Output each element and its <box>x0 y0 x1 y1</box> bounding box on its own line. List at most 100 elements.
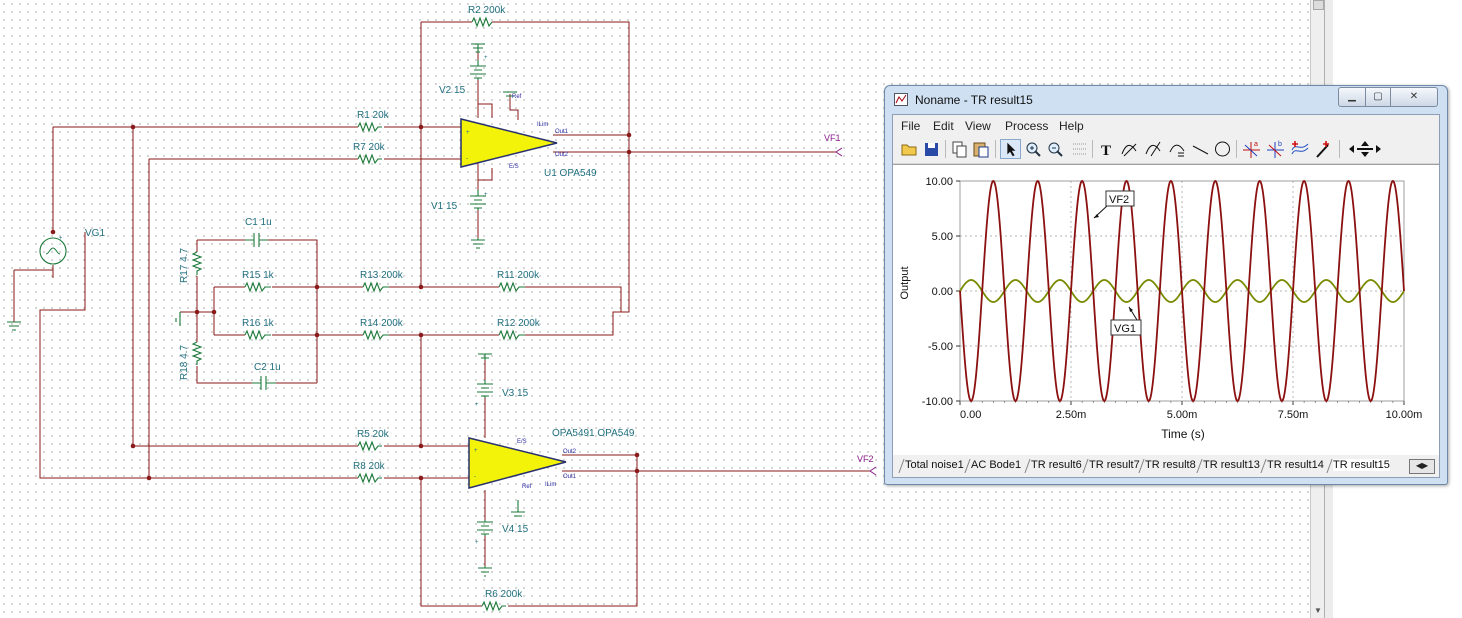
plus-mark: + <box>484 55 488 61</box>
opamp-u2[interactable]: +- <box>468 437 567 489</box>
schematic-diagram[interactable]: +- +- + ILim E/S Out1 Out2 E/S ILim Out2… <box>0 0 1310 618</box>
ilim-pin-label-2: ILim <box>545 482 556 488</box>
label-r11: R11 200k <box>497 270 540 281</box>
open-folder-icon[interactable] <box>899 139 920 159</box>
label-r7: R7 20k <box>353 142 386 153</box>
move-arrows-icon[interactable] <box>1345 139 1385 159</box>
menu-view[interactable]: View <box>965 119 991 133</box>
chart-app-icon <box>894 93 908 106</box>
label-r8: R8 20k <box>353 461 386 472</box>
tr-result-window[interactable]: Noname - TR result15 ▁ ▢ ✕ File Edit Vie… <box>884 85 1448 485</box>
menu-process[interactable]: Process <box>1005 119 1049 133</box>
tab-separator <box>898 459 905 473</box>
y-tick-label: 5.00 <box>932 231 953 243</box>
svg-text:-: - <box>474 474 476 480</box>
tab-separator <box>1024 459 1031 473</box>
grid-icon[interactable] <box>1069 139 1090 159</box>
label-v1: V1 15 <box>431 201 458 212</box>
menu-help[interactable]: Help <box>1059 119 1084 133</box>
x-tick-label: 0.00 <box>960 409 981 421</box>
line-tool-icon[interactable] <box>1190 139 1211 159</box>
pointer-icon[interactable] <box>1000 139 1021 159</box>
tab-separator <box>1260 459 1267 473</box>
ground-symbols <box>7 43 525 577</box>
legend-label-vf2[interactable]: VF2 <box>1093 190 1135 219</box>
tab-separator <box>1082 459 1089 473</box>
add-curve-icon[interactable] <box>1290 139 1311 159</box>
tab-tr-result15[interactable]: TR result15 <box>1333 459 1390 471</box>
tab-tr-result14[interactable]: TR result14 <box>1267 459 1324 471</box>
battery-symbols[interactable] <box>470 60 493 536</box>
tab-tr-result13[interactable]: TR result13 <box>1203 459 1260 471</box>
result-tabs: Total noise1 AC Bode1 TR result6 TR result7… <box>893 455 1439 477</box>
tab-scroll-arrows-icon[interactable]: ◀▶ <box>1409 459 1435 474</box>
label-c1: C1 1u <box>245 217 272 228</box>
close-button[interactable]: ✕ <box>1390 87 1438 107</box>
maximize-button[interactable]: ▢ <box>1365 87 1391 107</box>
toolbar-separator <box>1236 140 1237 158</box>
cursor-a-icon[interactable]: a <box>1241 139 1262 159</box>
scroll-down-arrow-icon[interactable]: ▼ <box>1314 606 1322 615</box>
label-r16: R16 1k <box>242 318 275 329</box>
label-u2: OPA5491 OPA549 <box>552 428 635 439</box>
label-r15: R15 1k <box>242 270 275 281</box>
tab-tr-result7[interactable]: TR result7 <box>1089 459 1140 471</box>
tab-total-noise1[interactable]: Total noise1 <box>905 459 964 471</box>
voltage-source-vg1[interactable]: + <box>39 236 67 265</box>
window-title: Noname - TR result15 <box>915 93 1033 107</box>
annotate-curve-3-icon[interactable] <box>1167 139 1188 159</box>
scrollbar-thumb[interactable] <box>1313 0 1324 10</box>
menu-edit[interactable]: Edit <box>933 119 954 133</box>
window-client-area: File Edit View Process Help T a <box>892 114 1440 478</box>
label-r18: R18 4.7 <box>179 345 190 380</box>
plus-mark: + <box>484 192 488 198</box>
text-tool-icon[interactable]: T <box>1096 139 1117 159</box>
copy-icon[interactable] <box>949 139 970 159</box>
svg-text:+: + <box>466 130 470 136</box>
series-vf2 <box>959 180 1405 402</box>
label-r14: R14 200k <box>360 318 404 329</box>
tab-tr-result6[interactable]: TR result6 <box>1031 459 1082 471</box>
y-axis-ticks: 10.005.000.00-5.00-10.00 <box>922 176 960 408</box>
minimize-button[interactable]: ▁ <box>1338 87 1366 107</box>
paste-icon[interactable] <box>971 139 992 159</box>
pin-markers <box>835 147 877 476</box>
svg-text:a: a <box>1254 141 1258 148</box>
annotate-curve-2-icon[interactable] <box>1143 139 1164 159</box>
toolbar-separator <box>1339 140 1340 158</box>
svg-text:-: - <box>466 156 468 162</box>
tab-separator <box>1326 459 1333 473</box>
svg-text:+: + <box>474 448 478 454</box>
save-icon[interactable] <box>921 139 942 159</box>
pin-vf2-label: VF2 <box>857 454 874 464</box>
out1-pin-label-2: Out1 <box>563 474 577 480</box>
tab-ac-bode1[interactable]: AC Bode1 <box>971 459 1022 471</box>
x-tick-label: 2.50m <box>1056 409 1087 421</box>
label-r17: R17 4.7 <box>179 248 190 283</box>
out1-pin-label: Out1 <box>555 129 569 135</box>
label-vg1: VG1 <box>85 228 105 239</box>
annotate-curve-icon[interactable] <box>1119 139 1140 159</box>
zoom-in-icon[interactable] <box>1023 139 1044 159</box>
label-v2: V2 15 <box>439 85 466 96</box>
x-tick-label: 10.00m <box>1386 409 1423 421</box>
menu-file[interactable]: File <box>901 119 921 133</box>
resistor-symbols[interactable] <box>191 16 525 612</box>
label-r13: R13 200k <box>360 270 404 281</box>
zoom-out-icon[interactable] <box>1045 139 1066 159</box>
window-titlebar[interactable]: Noname - TR result15 ▁ ▢ ✕ <box>885 86 1447 114</box>
ilim-pin-label: ILim <box>537 122 548 128</box>
tab-tr-result8[interactable]: TR result8 <box>1145 459 1196 471</box>
cursor-b-icon[interactable]: b <box>1265 139 1286 159</box>
capacitor-symbols[interactable] <box>245 233 276 390</box>
legend-label-vg1[interactable]: VG1 <box>1110 306 1142 336</box>
add-marker-icon[interactable] <box>1313 139 1334 159</box>
svg-text:T: T <box>1101 143 1111 159</box>
opamp-u1[interactable]: +- <box>460 118 558 168</box>
plot-curves <box>959 180 1405 402</box>
y-axis-label: Output <box>899 266 911 299</box>
circle-tool-icon[interactable] <box>1212 139 1233 159</box>
